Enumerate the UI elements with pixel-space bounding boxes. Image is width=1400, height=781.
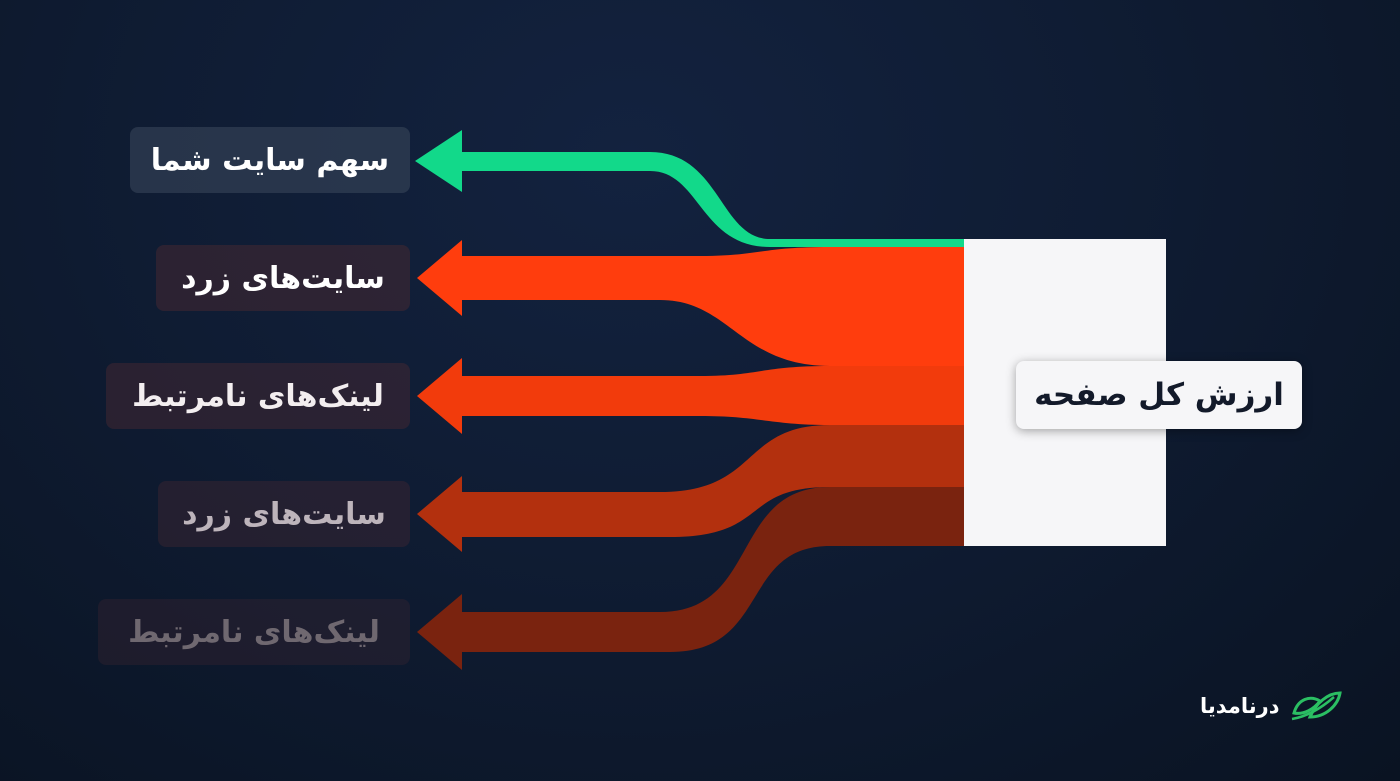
flow-band-4 xyxy=(417,487,964,670)
flow-band-1 xyxy=(417,240,964,366)
source-label: ارزش کل صفحه xyxy=(1016,361,1302,429)
flow-band-3 xyxy=(417,425,964,552)
output-label-your-share: سهم سایت شما xyxy=(130,127,410,193)
output-label-yellow-sites-1: سایت‌های زرد xyxy=(156,245,410,311)
output-label-irrelevant-links-1: لینک‌های نامرتبط xyxy=(106,363,410,429)
brand-name: درنامدیا xyxy=(1200,694,1280,718)
flow-band-0 xyxy=(415,130,964,247)
output-label-irrelevant-links-2: لینک‌های نامرتبط xyxy=(98,599,410,665)
output-label-yellow-sites-2: سایت‌های زرد xyxy=(158,481,410,547)
brand-logo: درنامدیا xyxy=(1200,682,1360,730)
leaf-logo-icon xyxy=(1288,683,1344,729)
flow-band-2 xyxy=(417,358,964,434)
